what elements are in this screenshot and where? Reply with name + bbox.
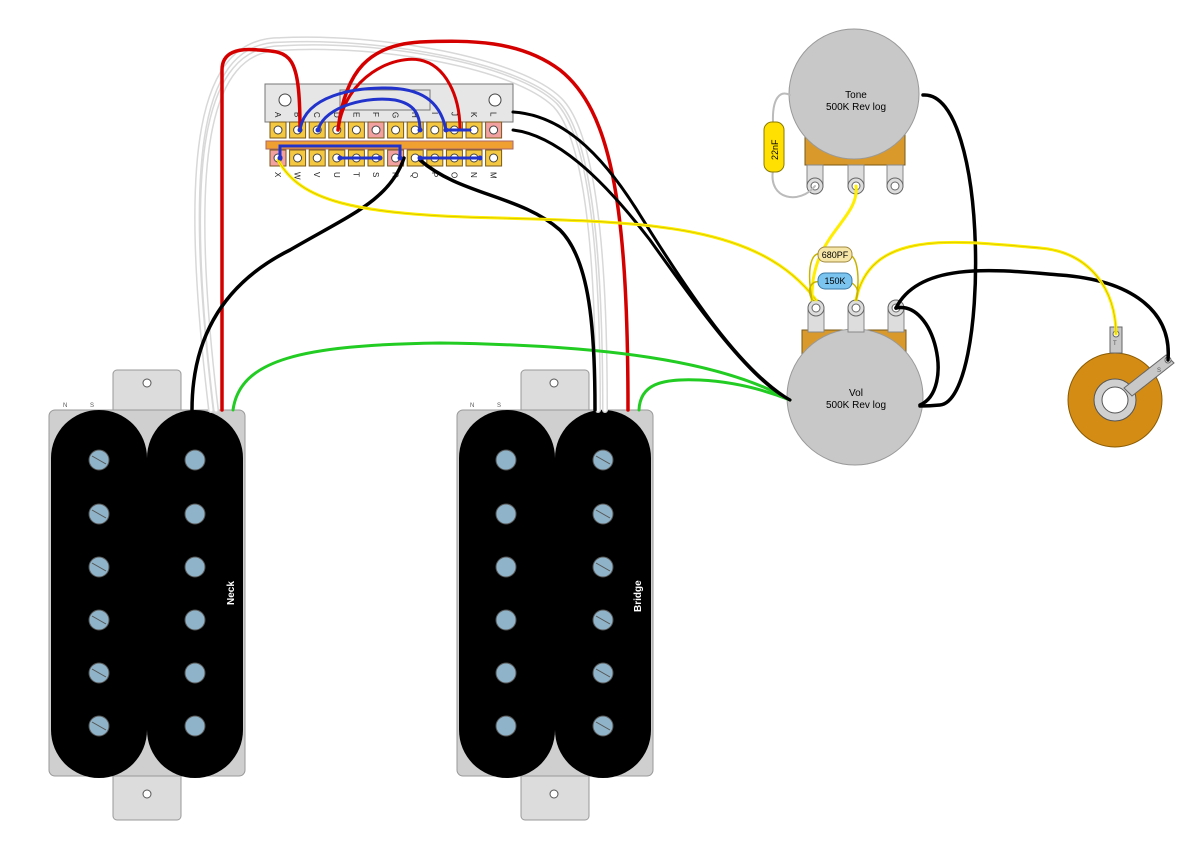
treble-bleed-capacitor[interactable]: 680PF: [817, 246, 853, 263]
switch-top-letter-c: C: [312, 112, 321, 118]
switch-top-letter-f: F: [371, 112, 380, 117]
neck-poles: [88, 449, 206, 737]
lug-hole: [312, 153, 322, 163]
switch-top-letter-b: B: [293, 112, 302, 117]
neck-coil-north: [51, 410, 147, 778]
jack-sleeve-lug: [1123, 354, 1175, 397]
blue-jumper: [298, 86, 448, 132]
switch-bottom-letter-p: P: [430, 172, 439, 177]
jack-sleeve-label: S: [1157, 368, 1161, 374]
bridge-pickup[interactable]: N S Bridge: [456, 369, 654, 821]
solder-points: [277, 127, 483, 161]
switch-mount-hole: [278, 93, 292, 107]
lug-hole: [351, 125, 361, 135]
neck-south-label: S: [90, 403, 94, 409]
switch-bottom-letter-m: M: [489, 172, 498, 179]
bridge-green-wire: [637, 378, 792, 412]
mount-hole: [142, 789, 152, 799]
mount-hole: [549, 789, 559, 799]
switch-bottom-letter-t: T: [351, 172, 360, 177]
bridge-south-label: S: [497, 403, 501, 409]
switch-bottom-letter-q: Q: [410, 172, 419, 178]
switch-top-letter-k: K: [469, 112, 478, 118]
switch-top-letter-i: I: [430, 112, 439, 114]
bleed-cap-body: [817, 246, 853, 263]
switch-top-letter-d: D: [332, 112, 341, 118]
bridge-black-wire: [418, 158, 597, 412]
switch-top-letter-g: G: [391, 112, 400, 118]
tone-pot[interactable]: Tone 500K Rev log: [788, 28, 920, 195]
volume-pot-name: Vol: [849, 388, 863, 399]
bridge-coil-north: [459, 410, 555, 778]
mount-hole: [549, 378, 559, 388]
bridge-north-label: N: [470, 403, 474, 409]
switch-bottom-letter-w: W: [293, 172, 302, 180]
volume-pot[interactable]: Vol 500K Rev log: [786, 299, 924, 466]
switch-bottom-letter-n: N: [469, 172, 478, 178]
neck-red-wire: [220, 47, 302, 412]
output-jack[interactable]: T S: [1067, 326, 1175, 448]
mount-hole: [142, 378, 152, 388]
volume-pot-value: 500K Rev log: [826, 400, 886, 411]
lug-hole: [293, 153, 303, 163]
volume-pot-lugs: [807, 299, 905, 333]
switch-top-letter-h: H: [410, 112, 419, 118]
switch-output-black: [511, 128, 792, 402]
treble-bleed-resistor[interactable]: 150K: [817, 272, 853, 290]
switch-bottom-letter-v: V: [312, 172, 321, 178]
neck-label: Neck: [226, 581, 237, 605]
switch-bottom-letter-u: U: [332, 172, 341, 178]
wires: [190, 36, 1170, 413]
bridge-poles: [495, 449, 614, 737]
tone-capacitor[interactable]: 22nF: [763, 121, 785, 173]
tone-to-volume-yellow: [810, 184, 858, 302]
switch-top-letter-a: A: [273, 112, 282, 118]
neck-pickup[interactable]: N S Neck: [48, 369, 246, 821]
lug-hole: [430, 125, 440, 135]
switch-bottom-letter-s: S: [371, 172, 380, 177]
bleed-resistor-label: 150K: [824, 276, 845, 286]
switch-bottom-letter-x: X: [273, 172, 282, 178]
jack-tip-label: T: [1113, 341, 1117, 347]
bridge-label: Bridge: [633, 580, 644, 612]
lug-hole: [489, 153, 499, 163]
tone-cap-body: [763, 121, 785, 173]
switch-bottom-letter-o: O: [449, 172, 458, 178]
switch-to-volume-yellow: [276, 158, 818, 302]
neck-green-wire: [231, 341, 792, 412]
bleed-resistor-body: [817, 272, 853, 290]
jack-hole: [1101, 386, 1129, 414]
bridge-coil-south: [555, 410, 651, 778]
tone-pot-name: Tone: [845, 90, 867, 101]
switch-top-letter-j: J: [449, 112, 458, 116]
lug-hole: [371, 125, 381, 135]
tone-pot-value: 500K Rev log: [826, 102, 886, 113]
volume-ground-wire: [894, 305, 940, 407]
switch-mount-hole: [488, 93, 502, 107]
tone-cap-label: 22nF: [770, 139, 780, 160]
lug-hole: [273, 125, 283, 135]
neck-black-wire: [190, 156, 406, 412]
lug-hole: [489, 125, 499, 135]
neck-coil-south: [147, 410, 243, 778]
bridge-red-wire: [336, 39, 630, 412]
blue-jumper: [316, 97, 422, 132]
neck-north-label: N: [63, 403, 67, 409]
blue-jumper: [278, 144, 402, 160]
switch-top-letter-e: E: [351, 112, 360, 117]
switch-top-letter-l: L: [489, 112, 498, 117]
lug-hole: [391, 125, 401, 135]
tone-ground-wire: [918, 93, 978, 408]
jack-sleeve-wire: [894, 268, 1170, 362]
bleed-cap-label: 680PF: [822, 250, 849, 260]
